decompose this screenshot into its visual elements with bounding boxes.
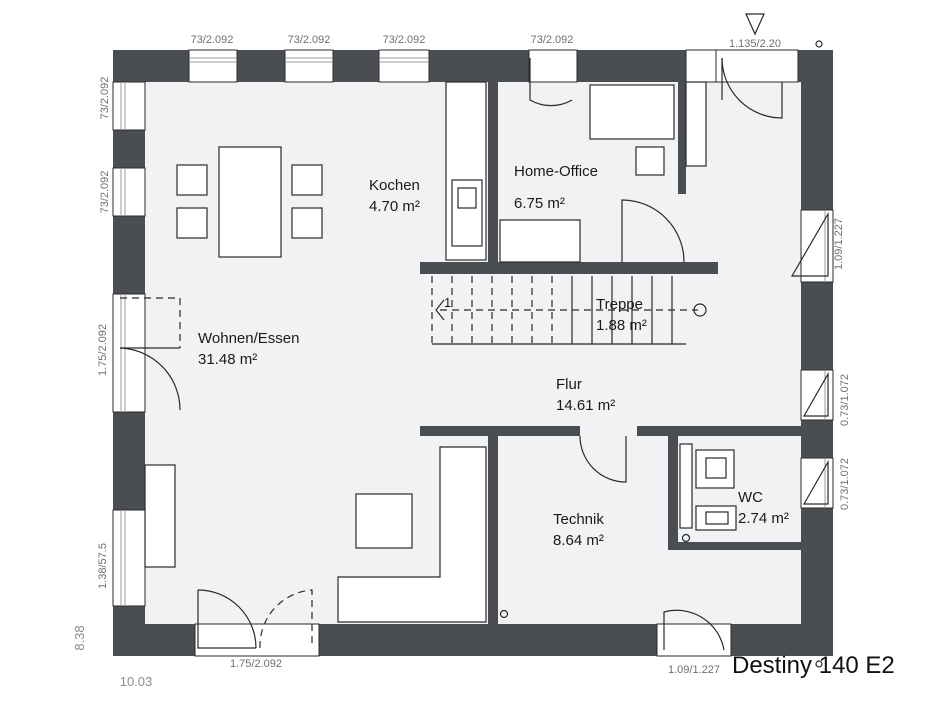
dim-top-1: 73/2.092: [191, 34, 234, 46]
dim-top-2: 73/2.092: [288, 34, 331, 46]
dim-bottom-door: 1.75/2.092: [230, 658, 282, 670]
room-kochen-area: 4.70 m²: [369, 198, 420, 215]
dim-right-2: 0.73/1.072: [839, 374, 851, 426]
dim-bottom-right: 1.09/1.227: [668, 664, 720, 676]
room-wc-name: WC: [738, 489, 763, 506]
room-wohnen-area: 31.48 m²: [198, 351, 257, 368]
room-treppe-area: 1.88 m²: [596, 317, 647, 334]
room-flur-area: 14.61 m²: [556, 397, 615, 414]
room-technik-area: 8.64 m²: [553, 532, 604, 549]
dim-top-3: 73/2.092: [383, 34, 426, 46]
room-technik-name: Technik: [553, 511, 604, 528]
dim-left-2: 73/2.092: [99, 171, 111, 214]
overall-width: 10.03: [120, 674, 153, 689]
interior-walls: [420, 82, 801, 624]
dim-left-3: 1.75/2.092: [97, 324, 109, 376]
dim-left-4: 1.38/57.5: [97, 543, 109, 589]
dim-right-3: 0.73/1.072: [839, 458, 851, 510]
window-glass-lines: [120, 57, 826, 606]
room-flur-name: Flur: [556, 376, 582, 393]
dim-top-4: 73/2.092: [531, 34, 574, 46]
dim-right-1: 1.09/1.227: [833, 218, 845, 270]
room-treppe-name: Treppe: [596, 296, 643, 313]
room-office-name: Home-Office: [514, 163, 598, 180]
symbols: [499, 13, 823, 668]
room-wohnen-name: Wohnen/Essen: [198, 330, 299, 347]
overall-depth: 8.38: [72, 625, 87, 650]
furniture: [144, 81, 737, 623]
room-office-area: 6.75 m²: [514, 195, 565, 212]
room-wc-area: 2.74 m²: [738, 510, 789, 527]
doors: [119, 57, 829, 651]
dim-top-door: 1.135/2.20: [729, 38, 781, 50]
plan-title: Destiny 140 E2: [732, 652, 895, 679]
staircase: [431, 276, 707, 345]
stair-marker: 1: [444, 295, 451, 310]
dim-left-1: 73/2.092: [99, 77, 111, 120]
room-kochen-name: Kochen: [369, 177, 420, 194]
